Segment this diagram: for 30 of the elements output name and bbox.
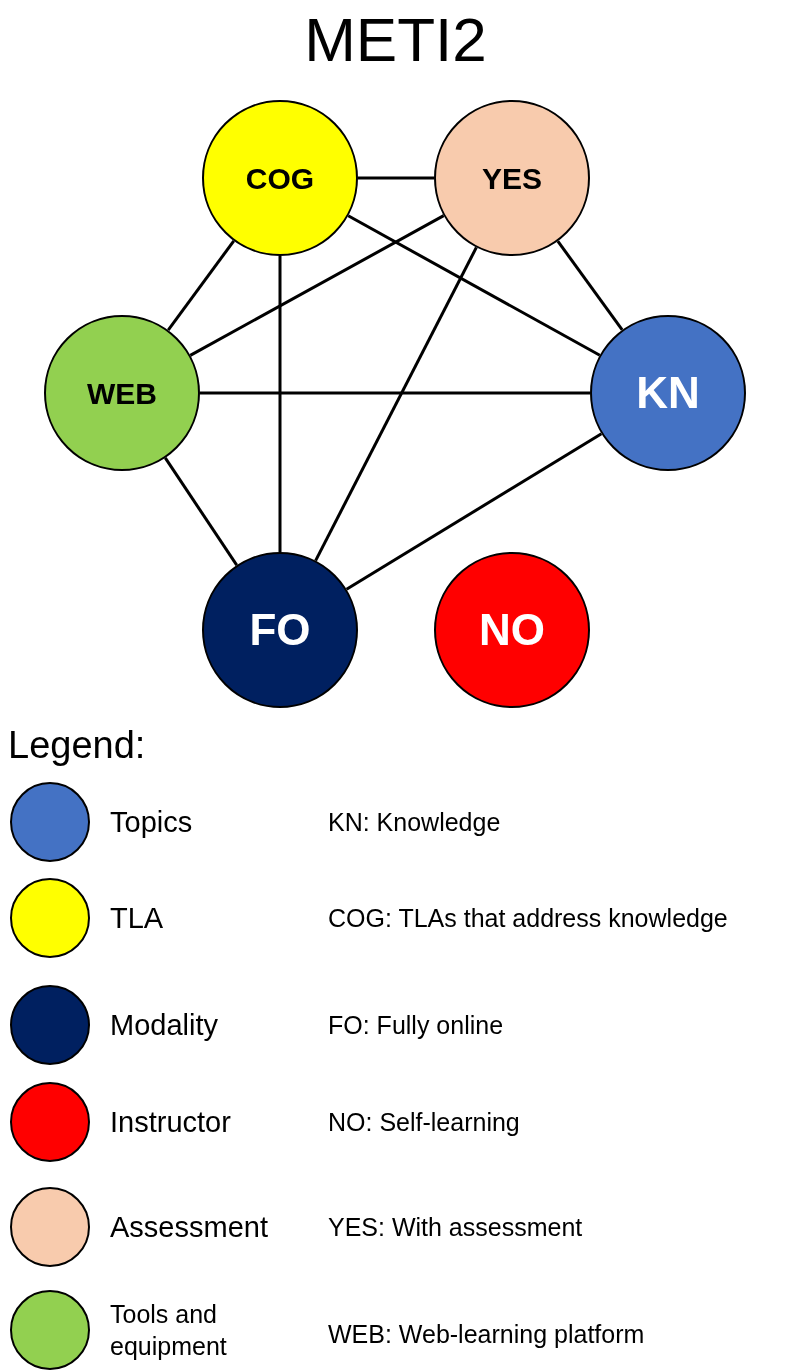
title: METI2	[303, 4, 488, 76]
connector-line	[166, 239, 236, 332]
connector-line	[189, 214, 445, 357]
legend-description: FO: Fully online	[328, 1010, 505, 1040]
node-label: WEB	[87, 375, 157, 412]
connector-line	[345, 432, 603, 591]
node-label: KN	[636, 367, 700, 419]
legend-description: COG: TLAs that address knowledge	[328, 903, 729, 933]
legend-text: Tools and equipment	[110, 1299, 228, 1362]
connector-line	[278, 256, 282, 552]
legend-description: KN: Knowledge	[328, 807, 502, 837]
connector-line	[200, 391, 590, 395]
legend-text: TLA	[110, 901, 165, 936]
node-label: YES	[482, 160, 542, 197]
connector-line	[164, 457, 238, 566]
node-label: COG	[245, 160, 315, 197]
legend-text: Topics	[110, 805, 194, 840]
legend-heading: Legend:	[8, 723, 146, 768]
connector-line	[556, 240, 624, 331]
legend-text: Modality	[110, 1008, 219, 1043]
node-label: NO	[479, 604, 545, 656]
connector-line	[314, 246, 478, 562]
legend-description: NO: Self-learning	[328, 1107, 521, 1137]
legend-description: YES: With assessment	[328, 1212, 584, 1242]
node-label: FO	[249, 604, 311, 656]
legend-text: Assessment	[110, 1210, 269, 1245]
connector-line	[358, 176, 434, 180]
connector-line	[347, 214, 601, 357]
legend-description: WEB: Web-learning platform	[328, 1319, 646, 1349]
legend-text: Instructor	[110, 1105, 232, 1140]
